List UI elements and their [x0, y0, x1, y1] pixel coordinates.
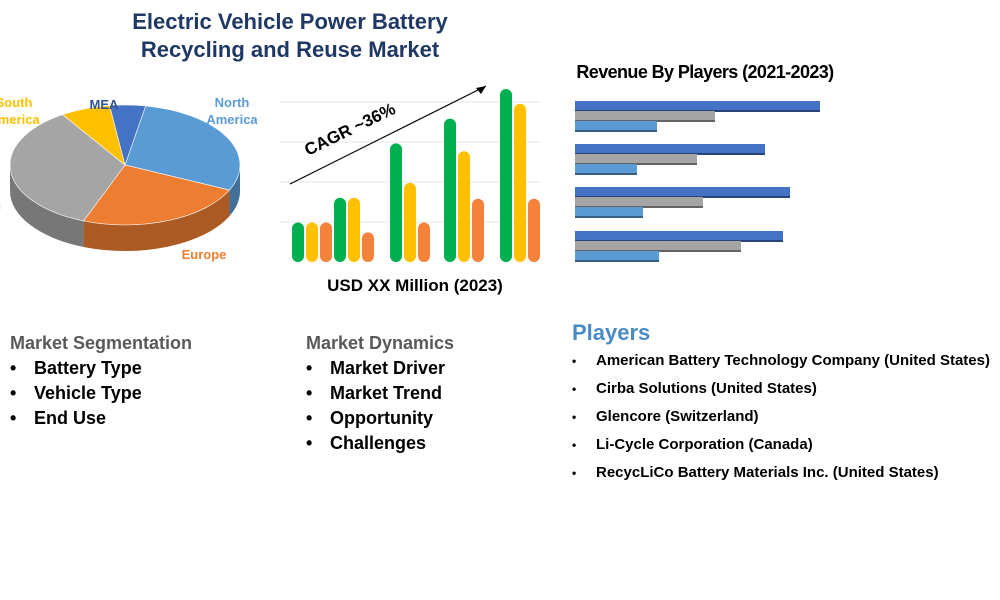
- bar-3: [528, 198, 540, 262]
- bar-2: [404, 182, 416, 262]
- dynamics-section: Market Dynamics Market Driver Market Tre…: [306, 333, 454, 456]
- bar-3: [418, 222, 430, 262]
- list-item: Li-Cycle Corporation (Canada): [572, 431, 990, 459]
- revenue-bar-3: [575, 207, 643, 216]
- revenue-bar-2: [575, 154, 697, 163]
- bar-1: [390, 143, 402, 262]
- list-item: RecycLiCo Battery Materials Inc. (United…: [572, 459, 990, 487]
- bar-1: [334, 197, 346, 262]
- revenue-bar-shadow: [575, 130, 657, 132]
- pie-slice: [124, 105, 241, 191]
- pie-label-north-america: North America: [206, 95, 258, 127]
- revenue-bar-1: [575, 144, 765, 153]
- revenue-bar-1: [575, 187, 790, 196]
- bar-1: [500, 88, 512, 262]
- list-item: Cirba Solutions (United States): [572, 375, 990, 403]
- list-item: American Battery Technology Company (Uni…: [572, 347, 990, 375]
- dynamics-heading: Market Dynamics: [306, 333, 455, 353]
- revenue-bar-3: [575, 251, 659, 260]
- segmentation-list: Battery Type Vehicle Type End Use: [10, 356, 192, 431]
- pie-slice: [83, 164, 231, 226]
- list-item: Opportunity: [306, 406, 454, 431]
- players-heading: Players: [572, 320, 651, 345]
- revenue-bar-1: [575, 231, 783, 240]
- revenue-chart-title: Revenue By Players (2021-2023): [576, 62, 834, 82]
- growth-caption: USD XX Million (2023): [327, 276, 503, 295]
- growth-bar-chart: CAGR ~36%: [280, 85, 540, 263]
- players-list: American Battery Technology Company (Uni…: [572, 347, 990, 487]
- pie-slice-side: [10, 165, 84, 247]
- page-title: Electric Vehicle Power Battery Recycling…: [60, 8, 520, 64]
- bar-2: [458, 151, 470, 262]
- revenue-bar-shadow: [575, 216, 643, 218]
- bar-2: [306, 222, 318, 262]
- bar-3: [472, 198, 484, 262]
- revenue-bar-shadow: [575, 260, 659, 262]
- bar-3: [320, 222, 332, 262]
- revenue-bar-2: [575, 111, 715, 120]
- page-title-line1: Electric Vehicle Power Battery: [132, 9, 448, 34]
- dynamics-list: Market Driver Market Trend Opportunity C…: [306, 356, 454, 456]
- trend-arrow-head: [476, 86, 486, 94]
- bar-2: [348, 197, 360, 262]
- list-item: Glencore (Switzerland): [572, 403, 990, 431]
- list-item: End Use: [10, 406, 192, 431]
- pie-label-south-america: South America: [0, 95, 40, 127]
- cagr-annotation: CAGR ~36%: [301, 99, 398, 159]
- revenue-bar-2: [575, 241, 741, 250]
- trend-arrow: [289, 85, 487, 185]
- pie-label-europe: Europe: [181, 247, 227, 262]
- pie-slice: [9, 114, 126, 222]
- pie-slice: [109, 104, 146, 167]
- pie-label-mea: MEA: [89, 97, 119, 112]
- list-item: Market Driver: [306, 356, 454, 381]
- revenue-bar-shadow: [575, 173, 637, 175]
- revenue-bar-1: [575, 101, 820, 110]
- players-section: American Battery Technology Company (Uni…: [572, 347, 990, 487]
- list-item: Vehicle Type: [10, 381, 192, 406]
- pie-label-asia-pacific: Asia Pacific: [0, 180, 12, 214]
- bar-3: [362, 232, 374, 262]
- revenue-bar-3: [575, 164, 637, 173]
- list-item: Challenges: [306, 431, 454, 456]
- revenue-bar-3: [575, 121, 657, 130]
- revenue-bar-2: [575, 197, 703, 206]
- segmentation-heading: Market Segmentation: [10, 333, 193, 353]
- page-title-line2: Recycling and Reuse Market: [140, 37, 440, 62]
- bar-1: [292, 222, 304, 262]
- list-item: Market Trend: [306, 381, 454, 406]
- bar-1: [444, 118, 456, 262]
- regional-pie-chart: [9, 104, 241, 251]
- pie-slice-side: [83, 190, 230, 251]
- list-item: Battery Type: [10, 356, 192, 381]
- revenue-bar-chart: [575, 101, 820, 262]
- segmentation-section: Market Segmentation Battery Type Vehicle…: [10, 333, 192, 431]
- bar-2: [514, 103, 526, 263]
